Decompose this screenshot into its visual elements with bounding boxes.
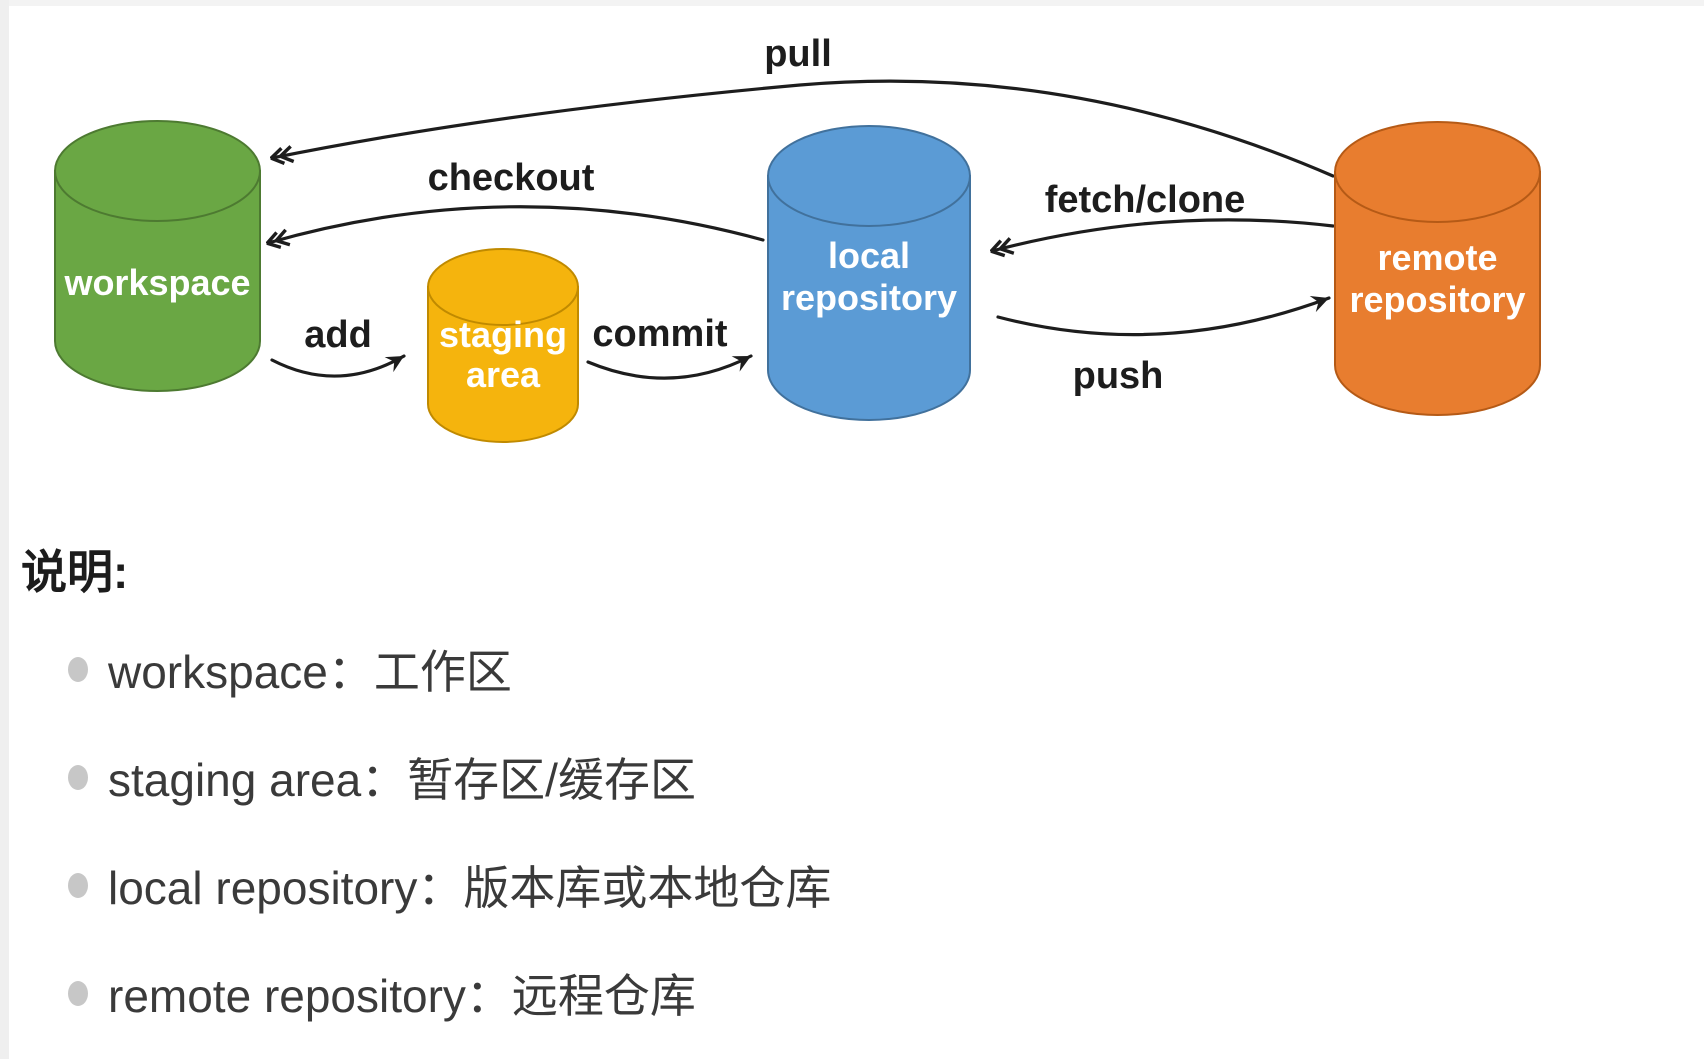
workspace-label: workspace (63, 262, 250, 303)
local-repository-label-line2: repository (781, 277, 957, 318)
bullet-icon (68, 764, 88, 790)
bullet-icon (68, 980, 88, 1006)
workspace-cylinder-top (54, 120, 261, 222)
legend-item-local-repository: local repository：版本库或本地仓库 (0, 831, 831, 939)
staging-area-cylinder-body (427, 286, 579, 443)
local-repository-cylinder-top (767, 125, 971, 227)
staging-area-label-line2: area (466, 354, 541, 395)
bullet-icon (68, 872, 88, 898)
page-top-border (0, 0, 1704, 6)
fetch-clone-label: fetch/clone (1045, 179, 1246, 221)
legend-item-text: workspace：工作区 (108, 646, 512, 698)
staging-area-cylinder-top (427, 248, 579, 326)
commit-label: commit (592, 313, 727, 355)
legend-heading: 说明: (21, 546, 129, 598)
checkout-label: checkout (428, 157, 595, 199)
legend-list: workspace：工作区 staging area：暂存区/缓存区 local… (0, 615, 831, 1047)
legend-item-workspace: workspace：工作区 (0, 615, 831, 723)
remote-repository-cylinder-body (1334, 171, 1541, 416)
remote-repository-label-line2: repository (1349, 279, 1525, 320)
fetch-clone-arrow (992, 218, 1335, 251)
local-repository-label-line1: local (828, 235, 910, 276)
legend-item-staging-area: staging area：暂存区/缓存区 (0, 723, 831, 831)
workspace-cylinder-body (54, 170, 261, 392)
push-label: push (1073, 355, 1164, 397)
remote-repository-label-line1: remote (1377, 237, 1497, 278)
staging-area-cylinder: staging area (427, 248, 579, 443)
legend-item-text: staging area：暂存区/缓存区 (108, 754, 696, 806)
git-workflow-diagram: workspace staging area local repository … (54, 33, 1541, 443)
add-label: add (304, 314, 372, 356)
legend-item-remote-repository: remote repository：远程仓库 (0, 939, 831, 1047)
arrow-labels: pull checkout add commit fetch/clone pus… (304, 33, 1245, 397)
remote-repository-cylinder-top (1334, 121, 1541, 223)
bullet-icon (68, 656, 88, 682)
pull-label: pull (764, 33, 832, 75)
add-arrow (270, 354, 406, 378)
remote-repository-cylinder: remote repository (1334, 121, 1541, 416)
local-repository-cylinder: local repository (767, 125, 971, 421)
local-repository-cylinder-body (767, 175, 971, 421)
legend-item-text: local repository：版本库或本地仓库 (108, 862, 832, 914)
workspace-cylinder: workspace (54, 120, 261, 392)
legend-item-text: remote repository：远程仓库 (108, 970, 696, 1022)
diagram-arrows (268, 79, 1335, 380)
push-arrow (996, 295, 1331, 337)
page-left-border (0, 0, 9, 1059)
commit-arrow (586, 354, 753, 380)
staging-area-label-line1: staging (439, 314, 567, 355)
pull-arrow (272, 79, 1335, 178)
checkout-arrow (268, 205, 765, 243)
